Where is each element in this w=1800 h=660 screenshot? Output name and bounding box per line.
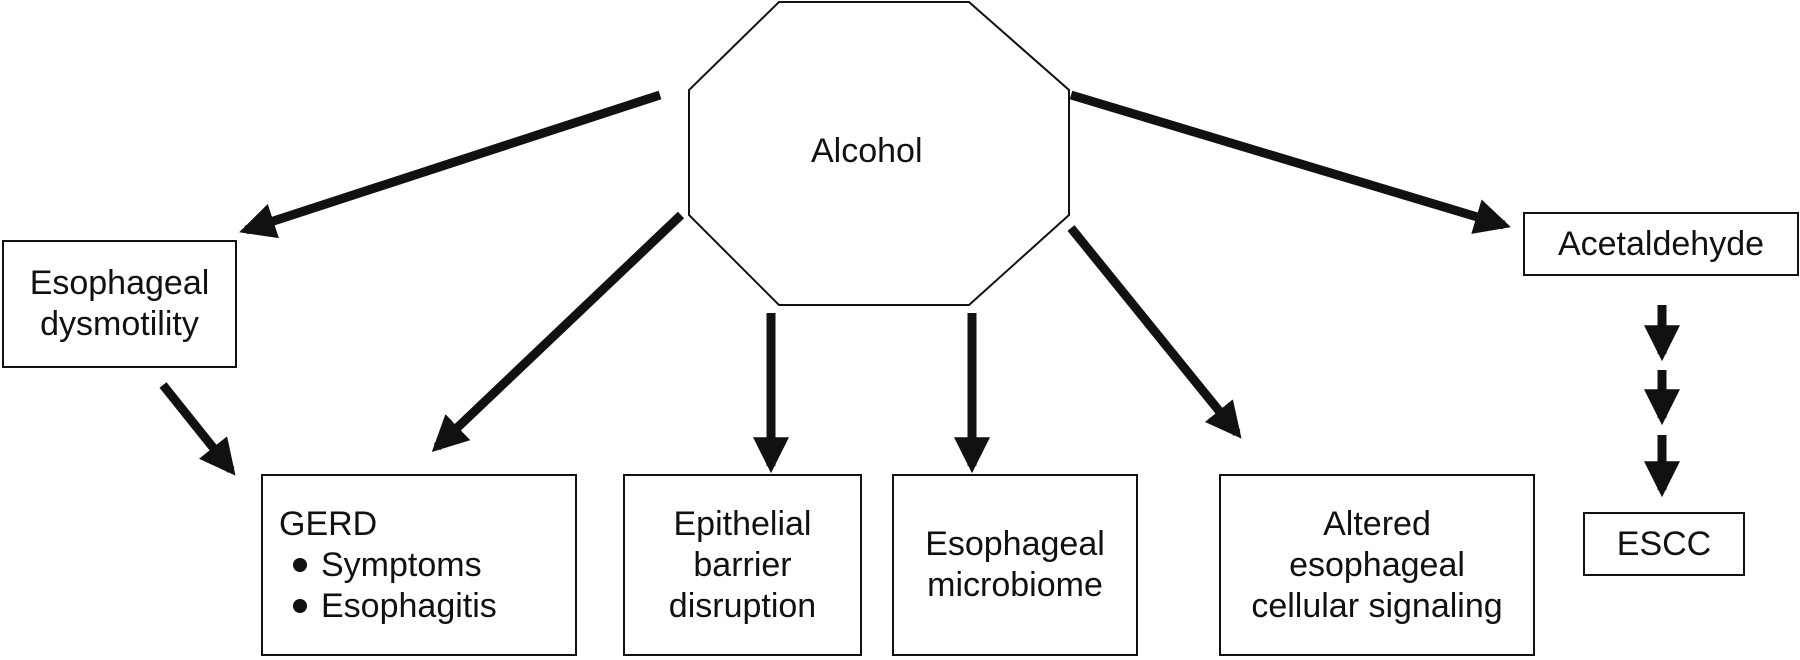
arrow-alcohol-to-dysmotility: [239, 90, 662, 239]
bullet-icon: [293, 599, 307, 613]
microbiome-line-1: Esophageal: [925, 525, 1105, 563]
arrow-alcohol-to-gerd: [431, 211, 685, 452]
signaling-line-2: esophageal: [1289, 545, 1465, 584]
gerd-bullet-symptoms-text: Symptoms: [321, 545, 482, 584]
epithelial-barrier-box: Epithelial barrier disruption: [623, 474, 862, 656]
gerd-bullet-symptoms: Symptoms: [279, 545, 482, 586]
arrow-alcohol-to-acetaldehyde: [1069, 90, 1511, 234]
bullet-icon: [293, 558, 307, 572]
escc-label: ESCC: [1616, 524, 1712, 563]
arrow-alcohol-to-signaling: [1067, 225, 1242, 439]
altered-signaling-box: Altered esophageal cellular signaling: [1219, 474, 1535, 656]
acetaldehyde-box: Acetaldehyde: [1523, 212, 1799, 276]
barrier-line-1: Epithelial: [673, 504, 812, 543]
alcohol-octagon: [688, 0, 1070, 306]
acetaldehyde-label: Acetaldehyde: [1557, 224, 1765, 263]
dysmotility-line-1: Esophageal: [29, 264, 210, 302]
microbiome-line-2: microbiome: [927, 566, 1103, 604]
esophageal-microbiome-box: Esophageal microbiome: [892, 474, 1138, 656]
barrier-line-2: barrier: [693, 545, 792, 584]
barrier-line-3: disruption: [668, 586, 817, 625]
escc-box: ESCC: [1583, 512, 1745, 576]
gerd-title: GERD: [279, 504, 378, 543]
arrow-dysmotility-to-gerd: [159, 382, 236, 476]
esophageal-dysmotility-box: Esophageal dysmotility: [2, 240, 237, 368]
gerd-box: GERD Symptoms Esophagitis: [261, 474, 577, 656]
gerd-bullet-esophagitis: Esophagitis: [279, 586, 497, 627]
dysmotility-line-2: dysmotility: [40, 305, 199, 343]
gerd-bullet-esophagitis-text: Esophagitis: [321, 586, 497, 625]
signaling-line-1: Altered: [1323, 504, 1431, 543]
signaling-line-3: cellular signaling: [1251, 586, 1503, 625]
alcohol-label: Alcohol: [811, 132, 923, 170]
